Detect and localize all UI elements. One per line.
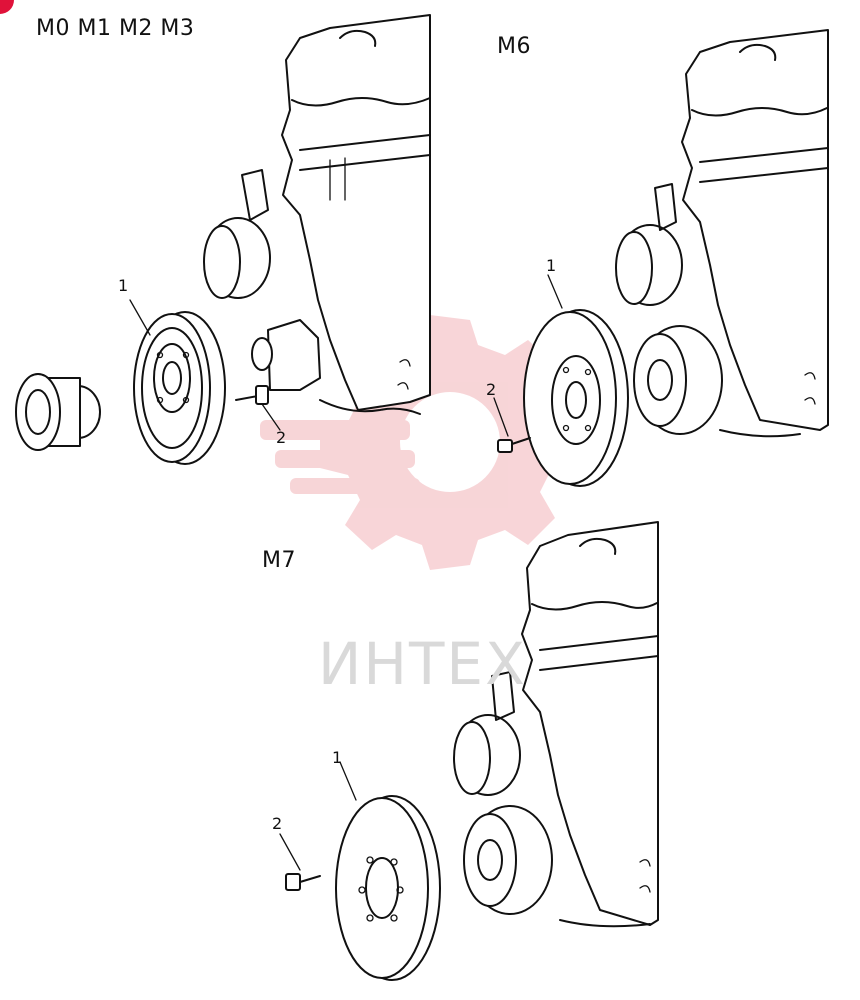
engine-block-2 [615, 29, 829, 438]
bolt-1 [235, 385, 281, 431]
damper-hub [15, 373, 101, 451]
crank-pulley-m6 [523, 274, 629, 487]
callout-pulley-m6: 1 [546, 256, 557, 275]
engine-block-1 [203, 14, 431, 415]
bolt-m7 [279, 833, 321, 891]
crank-pulley-1 [129, 299, 226, 465]
variant-label-m6: M6 [497, 34, 531, 59]
variant-label-m0-m3: M0 M1 M2 M3 [36, 16, 195, 41]
callout-bolt-m7: 2 [272, 814, 283, 833]
callout-pulley-m0-m3: 1 [118, 276, 129, 295]
corner-badge [0, 0, 14, 14]
crank-pulley-m7 [335, 761, 441, 981]
callout-bolt-m6: 2 [486, 380, 497, 399]
callout-pulley-m7: 1 [332, 748, 343, 767]
bolt-m6 [493, 397, 531, 453]
engine-block-3 [453, 521, 659, 928]
callout-bolt-m0-m3: 2 [276, 428, 287, 447]
variant-label-m7: M7 [262, 548, 296, 573]
watermark-text: ИНТЕХ [318, 630, 527, 698]
